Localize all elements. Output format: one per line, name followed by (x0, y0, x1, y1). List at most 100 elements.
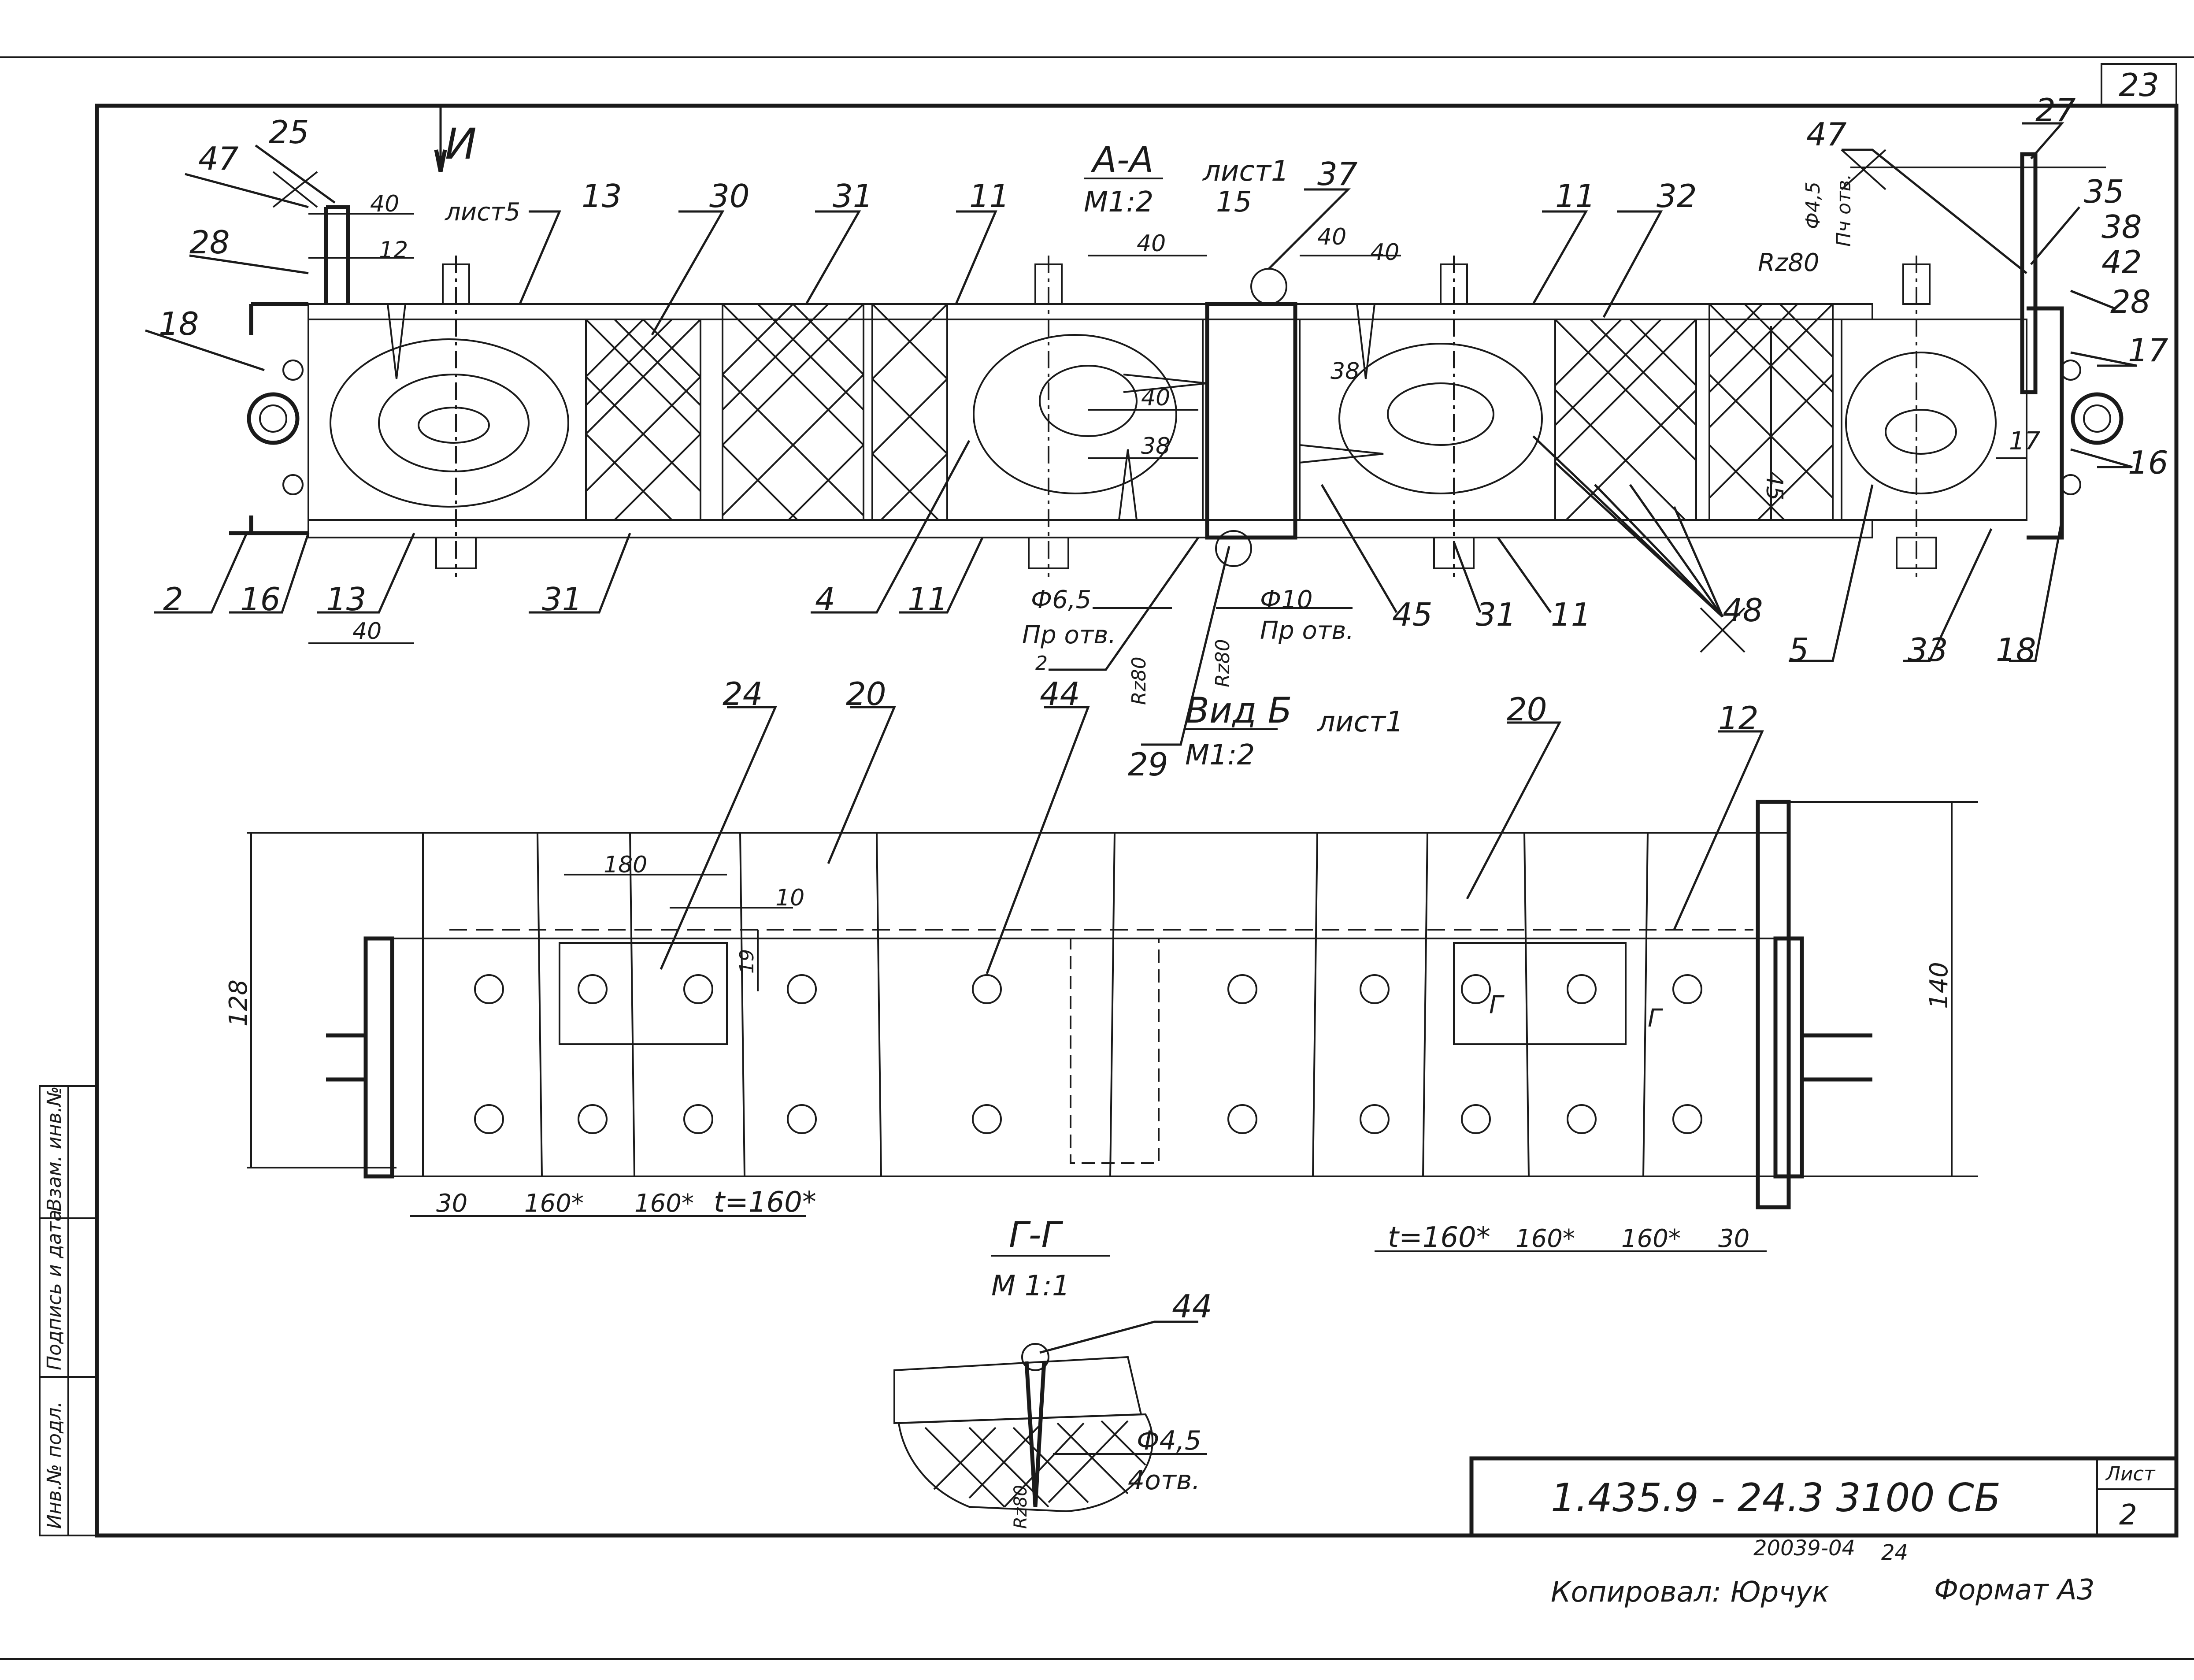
label-16-left: 16 (240, 581, 281, 618)
svg-text:10: 10 (775, 885, 804, 911)
view-arrow-i (434, 149, 447, 172)
right-end-plate (1756, 800, 1791, 1209)
svg-text:Rz80: Rz80 (1128, 656, 1150, 705)
leaders-bottom (660, 706, 1764, 974)
label-11-c: 11 (1555, 178, 1596, 215)
crosshatch (585, 303, 1834, 521)
sheet-no: 2 (2119, 1499, 2137, 1532)
svg-text:Г: Г (1648, 1004, 1663, 1033)
stamp-inv-label: Инв.№ подл. (43, 1401, 66, 1529)
wood-grain (330, 334, 1997, 508)
label-rz80-right: Rz80 (1758, 248, 1820, 277)
label-15: 15 (1216, 186, 1252, 219)
label-42: 42 (2101, 244, 2142, 281)
wood-block-center-right (1299, 319, 1556, 521)
marker-47-right (1841, 149, 1886, 190)
svg-text:140: 140 (1925, 962, 1953, 1009)
label-31-bottom: 31 (542, 581, 582, 618)
label-17-dim: 17 (2009, 427, 2041, 456)
top-plank (308, 303, 1873, 320)
svg-text:2: 2 (1035, 652, 1048, 675)
view-b-plank-dividers (422, 832, 1649, 1177)
svg-text:Пр отв.: Пр отв. (1022, 621, 1116, 649)
copied-by: Копировал: Юрчук (1551, 1576, 1829, 1609)
right-channel (2027, 306, 2064, 540)
nails (387, 304, 1384, 520)
dims-top (308, 167, 2106, 644)
svg-text:Пч отв.: Пч отв. (1833, 174, 1855, 247)
svg-text:40: 40 (1317, 224, 1346, 250)
label-5: 5 (1789, 631, 1809, 668)
gg-hole-count: 4отв. (1128, 1465, 1200, 1496)
svg-text:40: 40 (370, 191, 399, 217)
svg-text:19: 19 (736, 949, 758, 974)
sheet-number-box (2101, 63, 2177, 107)
left-angle-bracket (324, 205, 350, 304)
svg-text:160*: 160* (524, 1189, 584, 1218)
label-28-left: 28 (189, 224, 230, 261)
right-pipe (2071, 392, 2124, 445)
left-end-channel (363, 936, 394, 1179)
label-13-bottom: 13 (326, 581, 367, 618)
svg-text:20: 20 (846, 675, 886, 712)
svg-text:40: 40 (1141, 385, 1170, 411)
pipe-ends (326, 1033, 1872, 1082)
svg-text:24: 24 (723, 675, 763, 712)
right-vertical-plate (2020, 152, 2038, 394)
view-b-title: Вид Б М1:2 лист1 (1185, 690, 1404, 771)
label-47-left: 47 (198, 140, 239, 177)
label-11-d: 11 (1551, 596, 1591, 633)
svg-text:30: 30 (1718, 1224, 1749, 1253)
right-bolt-1 (2060, 360, 2081, 381)
top-dim-labels: 40 12 40 40 40 40 40 38 38 45 Ф6,5 Пр от… (352, 174, 1855, 705)
axis-lines (455, 256, 1917, 577)
section-gg: Г-Г М 1:1 44 Ф4,5 4отв. Rz80 (893, 1214, 1212, 1529)
svg-text:40: 40 (1370, 239, 1399, 266)
svg-text:Ф4,5: Ф4,5 (1802, 182, 1824, 229)
label-35: 35 (2084, 173, 2124, 210)
drawing-frame (95, 104, 2179, 1538)
label-28-right: 28 (2110, 283, 2151, 320)
svg-text:Г: Г (1489, 991, 1505, 1020)
label-37: 37 (1317, 156, 1358, 193)
plate-right (1453, 942, 1627, 1045)
label-16-right: 16 (2128, 444, 2168, 481)
label-48: 48 (1723, 592, 1763, 629)
svg-text:40: 40 (1137, 230, 1166, 257)
view-b-assembly (247, 706, 1978, 1252)
left-bolt-2 (282, 474, 304, 495)
label-4: 4 (815, 581, 835, 618)
sheet-number-top: 23 (2119, 67, 2159, 104)
top-part-labels: 47 25 28 18 2 16 13 И лист5 13 30 31 31 … (159, 92, 2168, 783)
svg-text:t=160*: t=160* (1388, 1221, 1490, 1254)
view-b-scale: М1:2 (1185, 739, 1255, 771)
label-31-c: 31 (1476, 596, 1516, 633)
section-aa-scale: М1:2 (1084, 186, 1153, 219)
svg-text:Rz80: Rz80 (1212, 639, 1234, 687)
joint-bracket (1205, 302, 1297, 540)
label-47-right: 47 (1806, 116, 1847, 153)
svg-text:40: 40 (352, 618, 382, 645)
svg-text:128: 128 (224, 979, 253, 1027)
label-sheet5: лист5 (445, 198, 520, 226)
svg-text:160*: 160* (1621, 1224, 1681, 1253)
label-33: 33 (1908, 631, 1948, 668)
marker-48 (1700, 607, 1746, 653)
svg-text:38: 38 (1141, 433, 1170, 460)
insulation-block-1 (585, 319, 701, 521)
bolt-holes (474, 974, 1702, 1134)
left-pipe (247, 392, 300, 445)
title-block: 1.435.9 - 24.3 3100 СБ Лист 2 (1469, 1456, 2179, 1538)
archive-code-2: 24 (1881, 1540, 1908, 1565)
section-aa-label: А-А (1090, 139, 1153, 180)
section-aa-assembly (145, 106, 2137, 746)
svg-text:Ф6,5: Ф6,5 (1031, 586, 1091, 614)
section-gg-label: Г-Г (1009, 1214, 1063, 1255)
label-view-i: И (445, 119, 477, 169)
label-29: 29 (1128, 746, 1168, 783)
bottom-labels: 24 20 44 20 12 180 10 19 128 140 30 160*… (224, 675, 1953, 1254)
joint-hidden (1070, 938, 1160, 1164)
right-bolt-2 (2060, 474, 2081, 495)
